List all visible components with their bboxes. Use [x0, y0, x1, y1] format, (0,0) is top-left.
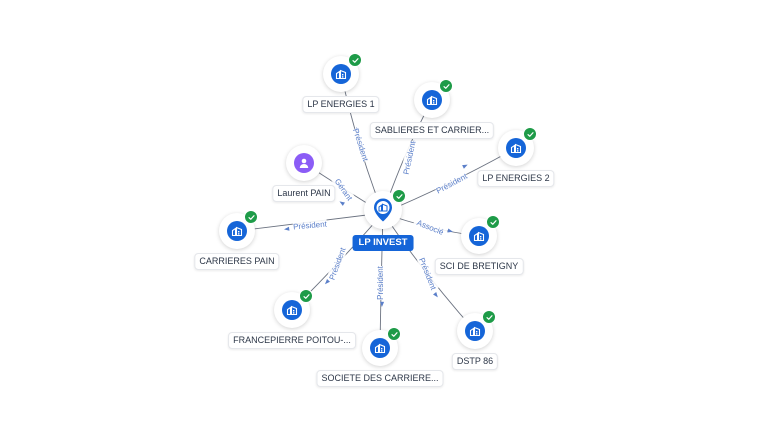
- building-icon: [282, 300, 302, 320]
- verified-check-icon: [523, 127, 537, 141]
- node-circle[interactable]: [457, 310, 496, 349]
- edge-arrow-icon: [324, 279, 330, 285]
- node-label[interactable]: Laurent PAIN: [272, 185, 336, 202]
- edge-label: Gérant: [333, 177, 355, 203]
- node-circle[interactable]: [219, 210, 258, 249]
- edge-n5: Président: [236, 212, 384, 232]
- center-node-circle[interactable]: [364, 189, 406, 229]
- edge-arrow-icon: [462, 164, 468, 169]
- edge-label: Président: [402, 140, 418, 176]
- edge-label: Associé: [416, 218, 446, 237]
- node-label[interactable]: FRANCEPIERRE POITOU-...: [228, 332, 356, 349]
- node-circle[interactable]: [274, 289, 313, 328]
- node-label[interactable]: SCI DE BRETIGNY: [434, 258, 524, 275]
- verified-check-icon: [299, 289, 313, 303]
- verified-check-icon: [439, 79, 453, 93]
- center-node-label[interactable]: LP INVEST: [352, 235, 414, 251]
- node-circle[interactable]: [498, 127, 537, 166]
- verified-check-icon: [392, 189, 406, 203]
- building-icon: [422, 90, 442, 110]
- node-circle[interactable]: [286, 145, 322, 181]
- edge-label: Président: [328, 246, 348, 282]
- node-circle[interactable]: [362, 327, 401, 366]
- node-label[interactable]: DSTP 86: [451, 353, 499, 370]
- node-label[interactable]: CARRIERES PAIN: [194, 253, 280, 270]
- building-icon: [331, 64, 351, 84]
- node-label[interactable]: SOCIETE DES CARRIERE...: [316, 370, 444, 387]
- person-icon: [294, 153, 314, 173]
- node-label[interactable]: LP ENERGIES 1: [302, 96, 380, 113]
- edge-arrow-icon: [433, 292, 438, 298]
- edge-label: Président: [376, 265, 385, 300]
- building-icon: [469, 226, 489, 246]
- edge-arrow-icon: [447, 228, 453, 233]
- edge-label: Président: [351, 127, 370, 163]
- node-circle[interactable]: [461, 215, 500, 254]
- verified-check-icon: [244, 210, 258, 224]
- verified-check-icon: [387, 327, 401, 341]
- node-circle[interactable]: [323, 53, 362, 92]
- node-label[interactable]: LP ENERGIES 2: [477, 170, 555, 187]
- verified-check-icon: [482, 310, 496, 324]
- building-icon: [370, 338, 390, 358]
- edge-arrow-icon: [284, 226, 290, 231]
- building-icon: [506, 138, 526, 158]
- edge-arrow-icon: [339, 201, 345, 206]
- edge-label: Président: [435, 171, 470, 195]
- edge-n9: Président: [375, 212, 385, 349]
- node-circle[interactable]: [414, 79, 453, 118]
- map-pin-icon: [374, 198, 392, 222]
- verified-check-icon: [486, 215, 500, 229]
- edge-label: Président: [293, 219, 328, 231]
- building-icon: [465, 321, 485, 341]
- node-label[interactable]: SABLIERES ET CARRIER...: [369, 122, 495, 139]
- building-icon: [227, 221, 247, 241]
- verified-check-icon: [348, 53, 362, 67]
- edge-arrow-icon: [380, 301, 385, 307]
